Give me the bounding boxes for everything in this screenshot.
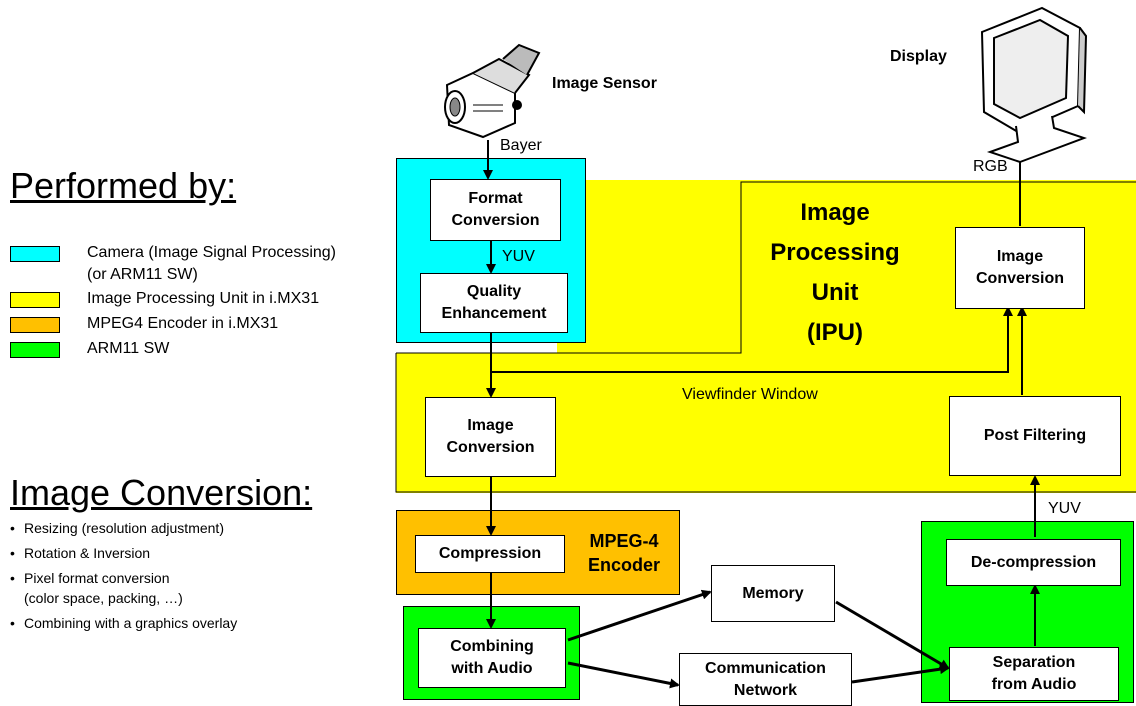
signal-bayer: Bayer bbox=[500, 137, 542, 154]
post-filtering-box: Post Filtering bbox=[949, 396, 1121, 476]
conversion-bullets: Resizing (resolution adjustment) Rotatio… bbox=[10, 518, 237, 638]
signal-yuv-top: YUV bbox=[502, 248, 535, 265]
legend-label-camera-sub: (or ARM11 SW) bbox=[87, 266, 198, 283]
arrow-combining-to-memory bbox=[567, 589, 712, 642]
ipu-title: Image Processing Unit (IPU) bbox=[770, 199, 900, 346]
bullet-resizing: Resizing (resolution adjustment) bbox=[10, 518, 237, 538]
image-conversion-right-box: Image Conversion bbox=[955, 227, 1085, 309]
legend-label-arm: ARM11 SW bbox=[87, 340, 170, 357]
camera-icon bbox=[444, 43, 541, 139]
arrow-combining-to-network bbox=[567, 661, 680, 689]
legend-swatch-ipu bbox=[10, 292, 60, 308]
display-label: Display bbox=[890, 48, 947, 65]
mpeg4-title: MPEG-4 Encoder bbox=[587, 531, 661, 575]
legend-label-ipu: Image Processing Unit in i.MX31 bbox=[87, 290, 320, 307]
combining-box: Combining with Audio bbox=[418, 628, 566, 688]
legend-title: Performed by: bbox=[10, 165, 237, 206]
mpeg4-outline bbox=[396, 510, 680, 595]
communication-network-box: Communication Network bbox=[679, 653, 852, 706]
legend-swatch-arm bbox=[10, 342, 60, 358]
image-sensor-label: Image Sensor bbox=[552, 75, 657, 92]
bullet-graphics-overlay: Combining with a graphics overlay bbox=[10, 613, 237, 633]
legend-label-mpeg4: MPEG4 Encoder in i.MX31 bbox=[87, 315, 279, 332]
bullet-pixel-format: Pixel format conversion (color space, pa… bbox=[10, 568, 237, 608]
decompression-box: De-compression bbox=[946, 539, 1121, 586]
format-conversion-box: Format Conversion bbox=[430, 179, 561, 241]
compression-box: Compression bbox=[415, 535, 565, 573]
memory-box: Memory bbox=[711, 565, 835, 622]
arm-right-outline bbox=[921, 521, 1134, 703]
conversion-title: Image Conversion: bbox=[10, 472, 313, 513]
signal-yuv-right: YUV bbox=[1048, 500, 1081, 517]
quality-enhancement-box: Quality Enhancement bbox=[420, 273, 568, 333]
arrow-memory-to-separation bbox=[835, 600, 950, 670]
image-conversion-left-box: Image Conversion bbox=[425, 397, 556, 477]
separation-box: Separation from Audio bbox=[949, 647, 1119, 701]
arrow-network-to-separation bbox=[851, 664, 950, 684]
ipu-outline bbox=[395, 181, 1136, 493]
legend-swatch-camera bbox=[10, 246, 60, 262]
legend-swatch-mpeg4 bbox=[10, 317, 60, 333]
arrow-viewfinder-to-imgconv bbox=[491, 306, 1013, 373]
display-icon bbox=[980, 6, 1088, 164]
viewfinder-label: Viewfinder Window bbox=[682, 386, 818, 403]
legend-label-camera: Camera (Image Signal Processing) bbox=[87, 244, 336, 261]
signal-rgb: RGB bbox=[973, 158, 1008, 175]
bullet-rotation: Rotation & Inversion bbox=[10, 543, 237, 563]
